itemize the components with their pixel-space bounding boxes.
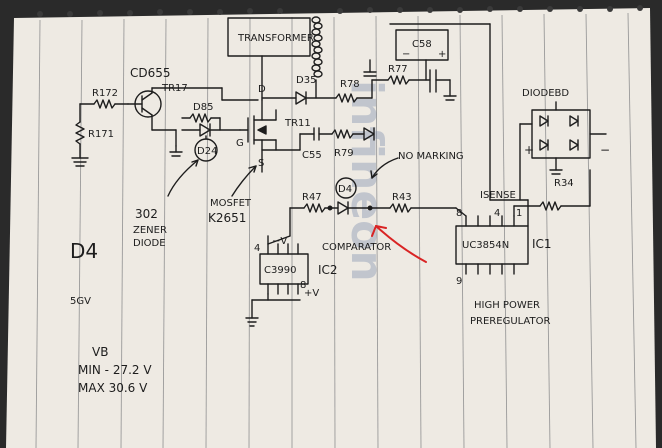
comparator-line: [289, 201, 457, 237]
label-diode: DIODE: [133, 238, 166, 249]
label-bridge-minus: −: [600, 143, 610, 157]
label-bridge-plus: +: [524, 143, 534, 157]
label-r171: R171: [88, 129, 114, 140]
ic1-chip: [455, 169, 591, 275]
label-ic2: IC2: [318, 263, 338, 277]
cap-small-top: [363, 59, 377, 77]
transistor-cd655: [127, 90, 162, 118]
ic2-chip: [245, 235, 309, 327]
label-mosfet: MOSFET: [210, 198, 252, 209]
label-ic2-pin4: 4: [254, 243, 260, 254]
diode-bridge: [519, 101, 607, 201]
label-r77: R77: [388, 64, 408, 75]
label-cd655: CD655: [130, 66, 171, 80]
mosfet-pointer: [231, 165, 257, 197]
label-uc3854n: UC3854N: [462, 240, 509, 251]
label-c58-minus: −: [402, 49, 410, 60]
label-ic2-plus-v: +V: [304, 288, 319, 299]
label-min-voltage: MIN - 27.2 V: [78, 363, 152, 377]
watermark-text: infineon: [341, 80, 392, 282]
label-g: G: [236, 138, 244, 149]
transformer-coil: [311, 16, 323, 99]
label-transformer: TRANSFORMER: [237, 33, 314, 44]
label-ic1-pin1: 1: [516, 208, 522, 219]
label-d4-small: 5GV: [70, 296, 91, 307]
transformer-box: [227, 17, 311, 101]
binding-holes: [37, 5, 643, 17]
red-annotation-arrow: [371, 224, 427, 263]
label-high-power: HIGH POWER: [474, 300, 540, 311]
c55-r79-branch: [299, 127, 375, 151]
ruled-lines: [35, 12, 637, 448]
label-r79: R79: [334, 148, 354, 159]
label-max-voltage: MAX 30.6 V: [78, 381, 148, 395]
label-r78: R78: [340, 79, 360, 90]
no-marking-pointer: [370, 157, 399, 179]
label-c55: C55: [302, 150, 322, 161]
label-ic1-pin9: 9: [456, 276, 462, 287]
label-r43: R43: [392, 192, 412, 203]
label-d85: D85: [193, 102, 213, 113]
label-vb: VB: [92, 345, 108, 359]
label-no-marking: NO MARKING: [398, 151, 464, 162]
label-diode-bridge: DIODEBD: [522, 88, 569, 99]
label-preregulator: PREREGULATOR: [470, 316, 550, 327]
label-c58: C58: [412, 39, 432, 50]
label-zener: ZENER: [133, 225, 167, 236]
label-r47: R47: [302, 192, 322, 203]
label-r34: R34: [554, 178, 574, 189]
label-k2651: K2651: [208, 211, 246, 225]
paper-sheet: [6, 8, 656, 448]
resistor-r171: [71, 121, 89, 167]
label-ic1: IC1: [532, 237, 552, 251]
capacitor-c58: [389, 23, 491, 201]
label-zener-302: 302: [135, 207, 158, 221]
label-ic2-pin8: 8: [300, 280, 306, 291]
label-tr11: TR11: [284, 118, 311, 129]
label-d4-circle: D4: [338, 184, 352, 195]
label-c58-plus: +: [438, 49, 446, 60]
label-s: S: [258, 158, 264, 169]
label-d35: D35: [296, 75, 316, 86]
mosfet-tr11: [239, 99, 301, 173]
d4-circle: [335, 177, 357, 199]
label-r172: R172: [92, 88, 118, 99]
resistor-d85: [181, 113, 221, 131]
label-c3990: C3990: [264, 265, 296, 276]
label-ic2-minus-v: −V: [272, 236, 287, 247]
label-ic1-pin4: 4: [494, 208, 500, 219]
resistor-r172: [79, 99, 129, 123]
zener-pointer: [167, 159, 199, 197]
label-d24: D24: [197, 146, 217, 157]
label-isense: ISENSE: [480, 190, 516, 201]
wiring-top-left: [151, 87, 259, 147]
zener-diode-d24: [169, 123, 241, 162]
label-comparator: COMPARATOR: [322, 242, 391, 253]
label-d4-big: D4: [70, 239, 98, 263]
label-ic1-pin8: 8: [456, 208, 462, 219]
